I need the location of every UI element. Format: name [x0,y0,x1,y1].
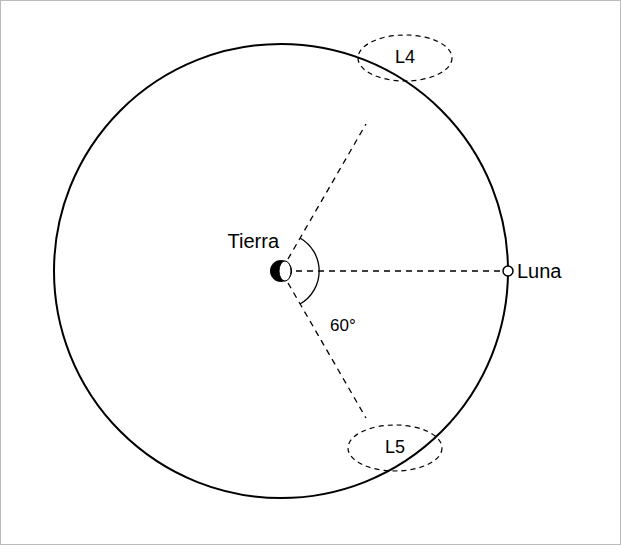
earth-l5-line [288,283,366,418]
moon-orbit [54,44,508,498]
lagrange-point-region: L5 [347,424,443,472]
angle-label: 60° [330,317,356,336]
earth-label: Tierra [228,230,279,252]
point-label: L5 [385,438,405,458]
earth-l4-line [288,124,366,259]
point-label: L4 [395,48,415,68]
earth-crescent [279,261,291,281]
lagrange-point-region: L4 [357,34,453,82]
earth-symbol [270,260,292,282]
earth-moon-line [296,270,502,271]
dashed-ellipse-outline [348,425,442,471]
angle-arc [300,238,319,304]
dashed-ellipse-outline [358,35,452,81]
moon-symbol [503,266,513,276]
moon-label: Luna [517,260,562,282]
